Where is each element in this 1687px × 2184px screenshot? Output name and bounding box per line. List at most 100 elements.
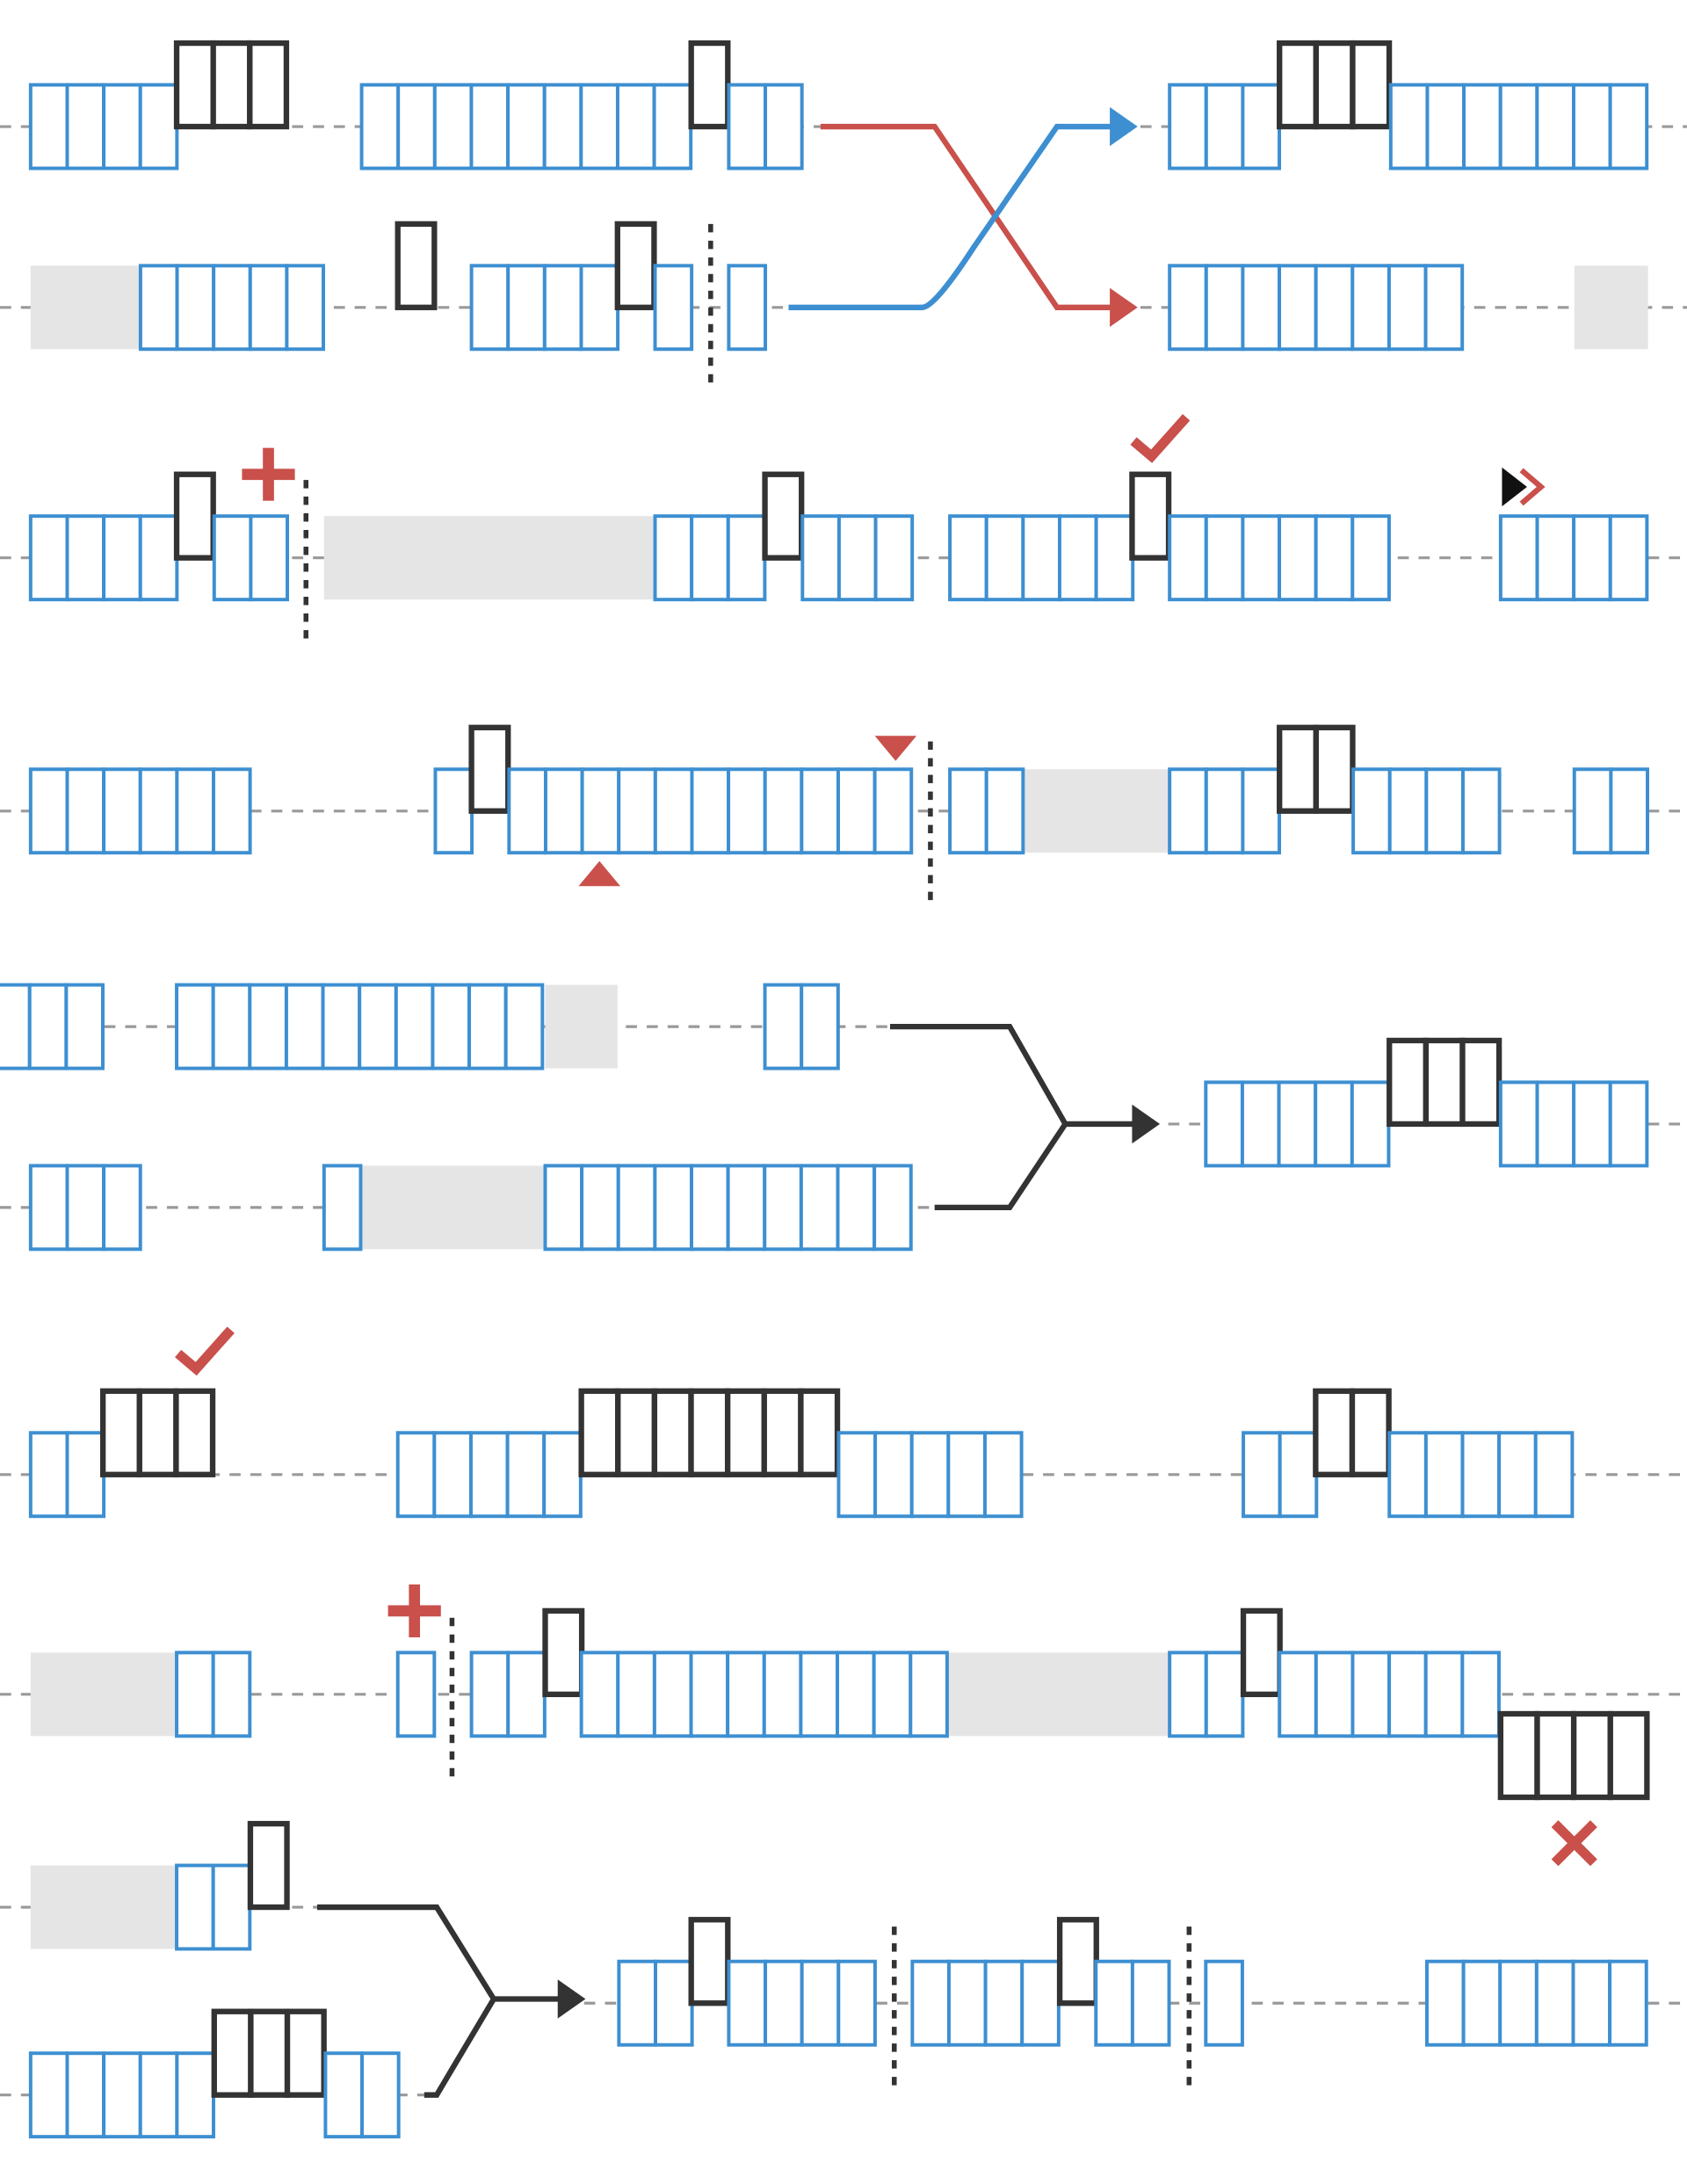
cell (1277, 40, 1320, 130)
block (433, 767, 474, 855)
block (1168, 83, 1282, 171)
cell (284, 983, 325, 1070)
cell (1609, 767, 1649, 855)
cell (836, 1164, 877, 1252)
cell (1572, 514, 1612, 602)
swap-connector-red (820, 123, 1113, 310)
cell (654, 1959, 694, 2047)
removed-region (948, 1652, 1170, 1737)
block (395, 1651, 437, 1738)
cell (468, 1431, 510, 1519)
cell (1607, 1710, 1650, 1801)
cell (688, 40, 731, 130)
block (1387, 1431, 1575, 1519)
cell (543, 1164, 584, 1252)
removed-region (361, 1165, 546, 1250)
cell (982, 1431, 1024, 1519)
merge-connector (890, 1023, 1134, 1211)
block (175, 1651, 252, 1738)
cell (433, 767, 474, 855)
removed-region (30, 1652, 177, 1737)
cell (64, 983, 105, 1070)
cell (175, 983, 215, 1070)
cell (505, 1431, 547, 1519)
triangle-up-icon (578, 860, 620, 887)
cell (1461, 1959, 1502, 2047)
cell (1204, 1080, 1244, 1168)
cell (615, 1388, 658, 1477)
cell (727, 767, 767, 855)
block (617, 1959, 694, 2047)
cell (579, 83, 619, 171)
cell (1278, 1651, 1318, 1738)
cell (1240, 1607, 1283, 1698)
cell (1168, 264, 1208, 352)
block (1572, 767, 1649, 855)
cell (542, 1431, 583, 1519)
cell (653, 767, 694, 855)
cell (173, 471, 216, 561)
cell (984, 514, 1025, 602)
cell (1387, 1037, 1430, 1128)
cell (1425, 1959, 1466, 2047)
block (175, 983, 545, 1070)
cell (653, 514, 694, 602)
cell (1349, 1388, 1392, 1477)
cell (506, 264, 547, 352)
cell (1387, 1651, 1428, 1738)
cell (210, 40, 253, 130)
cell (1461, 767, 1502, 855)
cell (1278, 514, 1318, 602)
highlight-block (614, 221, 657, 310)
cell (1424, 767, 1465, 855)
cell (724, 1388, 767, 1477)
cell (431, 983, 472, 1070)
cell (1423, 1037, 1466, 1128)
cell (28, 1164, 69, 1252)
cell (615, 83, 656, 171)
cell (247, 1820, 290, 1911)
cell (467, 983, 508, 1070)
cell (1057, 514, 1098, 602)
cell (65, 83, 106, 171)
cell (763, 983, 804, 1070)
cell (1459, 1037, 1502, 1128)
cell (1497, 1431, 1538, 1519)
cell (1572, 767, 1613, 855)
block (507, 767, 914, 855)
cell (616, 1651, 656, 1738)
cell (542, 264, 583, 352)
cell (28, 2051, 69, 2139)
cell (1020, 1959, 1061, 2047)
cell (1608, 1959, 1648, 2047)
block (653, 514, 767, 602)
cell (138, 767, 179, 855)
highlight-block (99, 1388, 216, 1477)
cell (175, 1863, 215, 1951)
cell (1168, 514, 1208, 602)
block (28, 2051, 215, 2139)
cell (468, 724, 511, 814)
cell (28, 767, 69, 855)
cell (1241, 83, 1282, 171)
cross-icon (1551, 1820, 1597, 1867)
cell (651, 1388, 694, 1477)
cell (836, 767, 877, 855)
cell (836, 1959, 877, 2047)
cell (1129, 471, 1172, 561)
cell (27, 983, 69, 1070)
block (28, 1164, 142, 1252)
cell (65, 514, 106, 602)
highlight-block (247, 1820, 290, 1911)
cell (248, 983, 288, 1070)
block (1498, 514, 1649, 602)
cell (358, 983, 398, 1070)
cell (688, 1388, 731, 1477)
cell (1534, 1959, 1575, 2047)
cell (726, 1651, 766, 1738)
cell (175, 2051, 215, 2139)
highlight-block (468, 724, 511, 814)
block (543, 1164, 913, 1252)
cell (1460, 1431, 1502, 1519)
